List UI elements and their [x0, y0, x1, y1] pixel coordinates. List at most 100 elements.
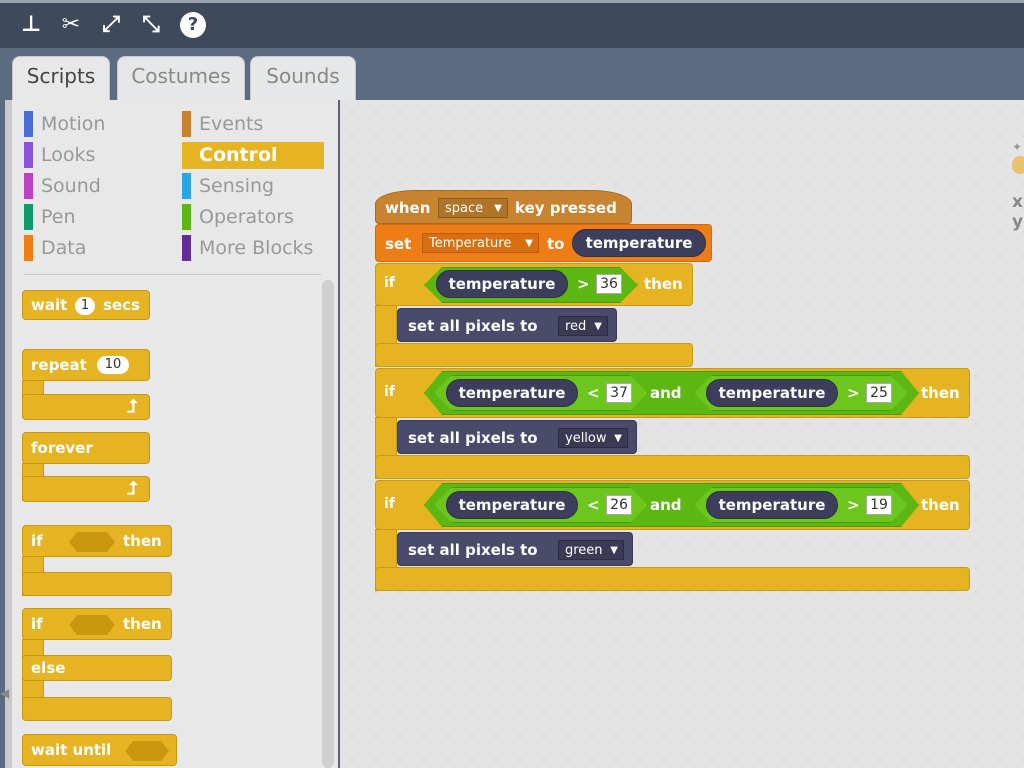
block-label: set all pixels to [408, 317, 538, 335]
dropdown-value: yellow [565, 431, 607, 446]
category-pen[interactable]: Pen [24, 204, 174, 231]
number-input[interactable]: 37 [606, 383, 632, 403]
category-more-blocks[interactable]: More Blocks [182, 235, 324, 262]
block-label: and [650, 496, 682, 514]
category-swatch [182, 173, 191, 199]
operator-symbol: > [847, 384, 860, 402]
category-events[interactable]: Events [182, 111, 324, 138]
wait-until-block[interactable]: wait until [22, 734, 177, 766]
temperature-reporter[interactable]: temperature [706, 379, 838, 407]
temperature-reporter[interactable]: temperature [436, 270, 568, 298]
block-label: when [385, 199, 431, 217]
sprite-y-label: y [1012, 212, 1024, 232]
set-all-pixels-block[interactable]: set all pixels to yellow ▼ [397, 420, 637, 454]
tab-costumes[interactable]: Costumes [117, 56, 245, 100]
if-then-block[interactable]: if then [22, 525, 172, 557]
set-all-pixels-block[interactable]: set all pixels to green▼ [397, 532, 633, 566]
if-block-3-foot [375, 567, 970, 591]
stamp-icon[interactable]: ⊥ [20, 12, 42, 37]
block-label: if [384, 496, 395, 512]
tab-sounds[interactable]: Sounds [250, 56, 356, 100]
operator-symbol: > [847, 496, 860, 514]
if-block-foot [22, 572, 172, 596]
help-icon[interactable]: ? [180, 12, 206, 38]
block-label: repeat [31, 356, 87, 374]
color-dropdown[interactable]: green▼ [558, 540, 624, 560]
variable-dropdown[interactable]: Temperature▼ [422, 233, 539, 253]
grow-icon[interactable]: ⤢ [102, 12, 120, 37]
block-label: to [547, 235, 565, 253]
color-dropdown[interactable]: red▼ [558, 316, 608, 336]
forever-block-foot: ⮥ [22, 476, 150, 502]
block-label: then [123, 615, 162, 633]
block-label: if [384, 275, 395, 291]
category-label: Sensing [199, 175, 275, 197]
tab-scripts[interactable]: Scripts [12, 56, 110, 102]
set-variable-block[interactable]: set Temperature▼ to temperature [375, 224, 712, 262]
block-label: set [385, 235, 412, 253]
cut-icon[interactable]: ✂ [61, 12, 81, 37]
block-label: secs [103, 296, 140, 314]
category-control[interactable]: Control [182, 142, 324, 169]
number-input[interactable]: 19 [866, 495, 892, 515]
repeat-block[interactable]: repeat 10 [22, 349, 150, 381]
dropdown-value: red [565, 319, 587, 334]
category-swatch [182, 111, 191, 137]
temperature-reporter[interactable]: temperature [706, 491, 838, 519]
wait-value-input[interactable]: 1 [75, 297, 95, 315]
dropdown-value: Temperature [429, 236, 512, 251]
temperature-reporter[interactable]: temperature [446, 379, 578, 407]
scripts-area[interactable]: when space▼ key pressed set Temperature▼… [340, 100, 1024, 768]
number-input[interactable]: 26 [606, 495, 632, 515]
if-block-3[interactable]: if temperature < 26 and temperature > 19… [375, 480, 970, 530]
dropdown-value: space [445, 201, 484, 216]
category-swatch [24, 235, 33, 261]
block-label: if [31, 615, 43, 633]
repeat-count-input[interactable]: 10 [97, 356, 129, 374]
when-key-pressed-block[interactable]: when space▼ key pressed [375, 190, 632, 224]
collapse-arrow-icon[interactable]: ◀ [0, 686, 10, 700]
temperature-reporter[interactable]: temperature [572, 229, 706, 257]
if-then-else-block[interactable]: if then [22, 608, 172, 640]
block-label: key pressed [515, 199, 617, 217]
category-sound[interactable]: Sound [24, 173, 174, 200]
sprite-pane-edge [0, 100, 12, 768]
sprite-icon: ✦ [1012, 140, 1023, 154]
condition-slot[interactable] [69, 615, 115, 635]
category-swatch [24, 173, 33, 199]
category-motion[interactable]: Motion [24, 111, 174, 138]
dropdown-arrow-icon: ▼ [614, 433, 622, 444]
set-all-pixels-block[interactable]: set all pixels to red▼ [397, 308, 617, 342]
block-label: then [921, 496, 960, 514]
block-label: if [384, 384, 395, 400]
category-data[interactable]: Data [24, 235, 174, 262]
temperature-reporter[interactable]: temperature [446, 491, 578, 519]
block-label: else [31, 659, 66, 677]
block-label: set all pixels to [408, 541, 538, 559]
condition-slot[interactable] [125, 741, 169, 761]
category-swatch [24, 111, 33, 137]
if-block-2[interactable]: if temperature < 37 and temperature > 25… [375, 368, 970, 418]
else-bar: else [22, 655, 172, 681]
category-swatch [24, 204, 33, 230]
top-toolbar: ⊥ ✂ ⤢ ⤡ ? [0, 0, 1024, 48]
category-label: Sound [41, 175, 101, 197]
number-input[interactable]: 25 [866, 383, 892, 403]
key-dropdown[interactable]: space▼ [438, 198, 508, 218]
palette-scrollbar[interactable] [322, 280, 334, 768]
number-input[interactable]: 36 [596, 274, 622, 294]
wait-secs-block[interactable]: wait 1 secs [22, 290, 150, 320]
shrink-icon[interactable]: ⤡ [142, 12, 160, 37]
block-label: wait until [31, 741, 112, 759]
loop-arrow-icon: ⮥ [127, 396, 138, 417]
category-swatch [182, 142, 191, 168]
category-operators[interactable]: Operators [182, 204, 324, 231]
if-block-1[interactable]: if temperature > 36 then [375, 263, 693, 306]
category-sensing[interactable]: Sensing [182, 173, 324, 200]
category-looks[interactable]: Looks [24, 142, 174, 169]
condition-slot[interactable] [69, 532, 115, 552]
color-dropdown[interactable]: yellow ▼ [558, 428, 628, 448]
category-divider [24, 274, 321, 275]
block-label: set all pixels to [408, 429, 538, 447]
forever-block[interactable]: forever [22, 432, 150, 464]
